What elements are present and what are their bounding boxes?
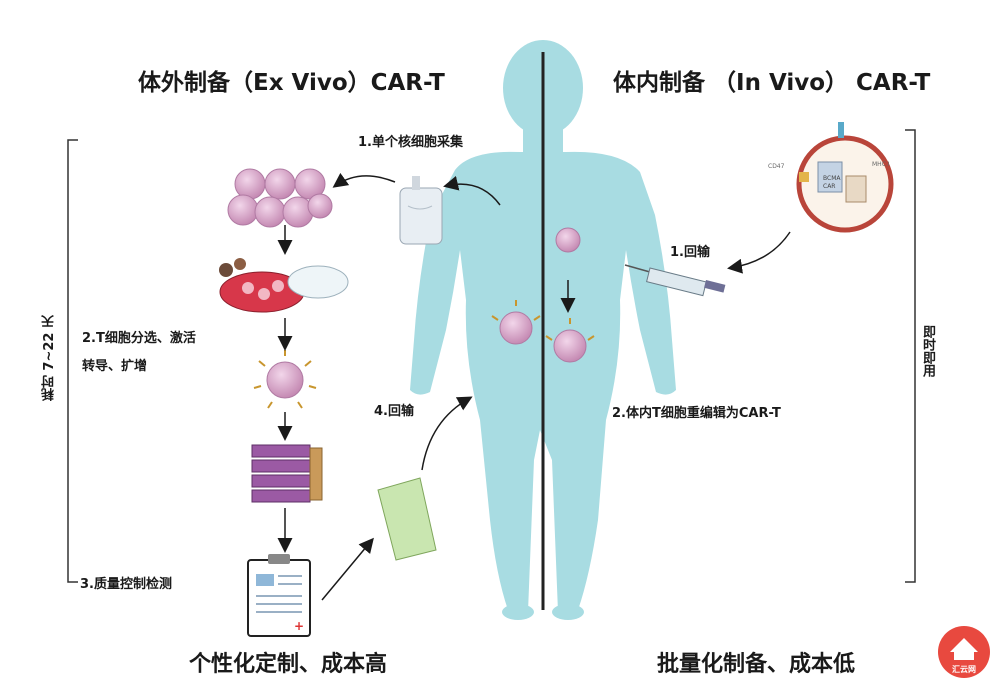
right-bracket <box>905 129 916 583</box>
in-vivo-step-2: 2.体内T细胞重编辑为CAR-T <box>612 406 781 421</box>
vector-label-bcma: BCMA <box>823 175 841 182</box>
ex-vivo-step-1: 1.单个核细胞采集 <box>358 135 463 150</box>
petri-dish-icon <box>219 258 349 313</box>
logo-text: 汇云网 <box>952 664 976 674</box>
site-logo: 汇云网 <box>938 626 990 678</box>
t-cell-in-body-icon <box>555 227 581 253</box>
ex-vivo-step-4: 4.回输 <box>374 404 414 419</box>
vector-label-cd47: CD47 <box>768 163 785 170</box>
infusion-bag-icon <box>377 477 437 561</box>
bottom-caption-ex-vivo: 个性化定制、成本高 <box>189 652 388 677</box>
in-vivo-step-1: 1.回输 <box>670 245 710 260</box>
car-t-cell-in-body-icon <box>491 300 595 363</box>
quality-control-clipboard-icon: + <box>247 554 311 637</box>
syringe-icon <box>624 264 726 297</box>
title-in-vivo: 体内制备 （In Vivo） CAR-T <box>613 70 931 96</box>
ex-vivo-step-2-line-2: 转导、扩增 <box>82 359 148 374</box>
duration-ex-vivo: 耗时 7~22 天 <box>42 315 57 402</box>
bottom-caption-in-vivo: 批量化制备、成本低 <box>657 652 856 677</box>
cell-cluster-icon <box>227 168 333 228</box>
left-bracket <box>67 139 78 583</box>
svg-text:+: + <box>294 619 304 633</box>
vector-label-car: CAR <box>823 183 835 190</box>
title-ex-vivo: 体外制备（Ex Vivo）CAR-T <box>138 70 445 96</box>
viral-vector-icon: CD47 BCMA CAR MHC I <box>768 122 894 233</box>
flow-arrows <box>277 172 791 601</box>
duration-in-vivo: 即时即用 <box>920 325 935 377</box>
vector-label-mhc: MHC I <box>872 161 890 168</box>
culture-flasks-icon <box>251 444 323 503</box>
ex-vivo-step-2-line-1: 2.T细胞分选、激活 <box>82 331 196 346</box>
blood-collection-bag-icon <box>399 176 443 245</box>
ex-vivo-step-3: 3.质量控制检测 <box>80 577 172 592</box>
car-t-cell-icon <box>253 350 317 409</box>
